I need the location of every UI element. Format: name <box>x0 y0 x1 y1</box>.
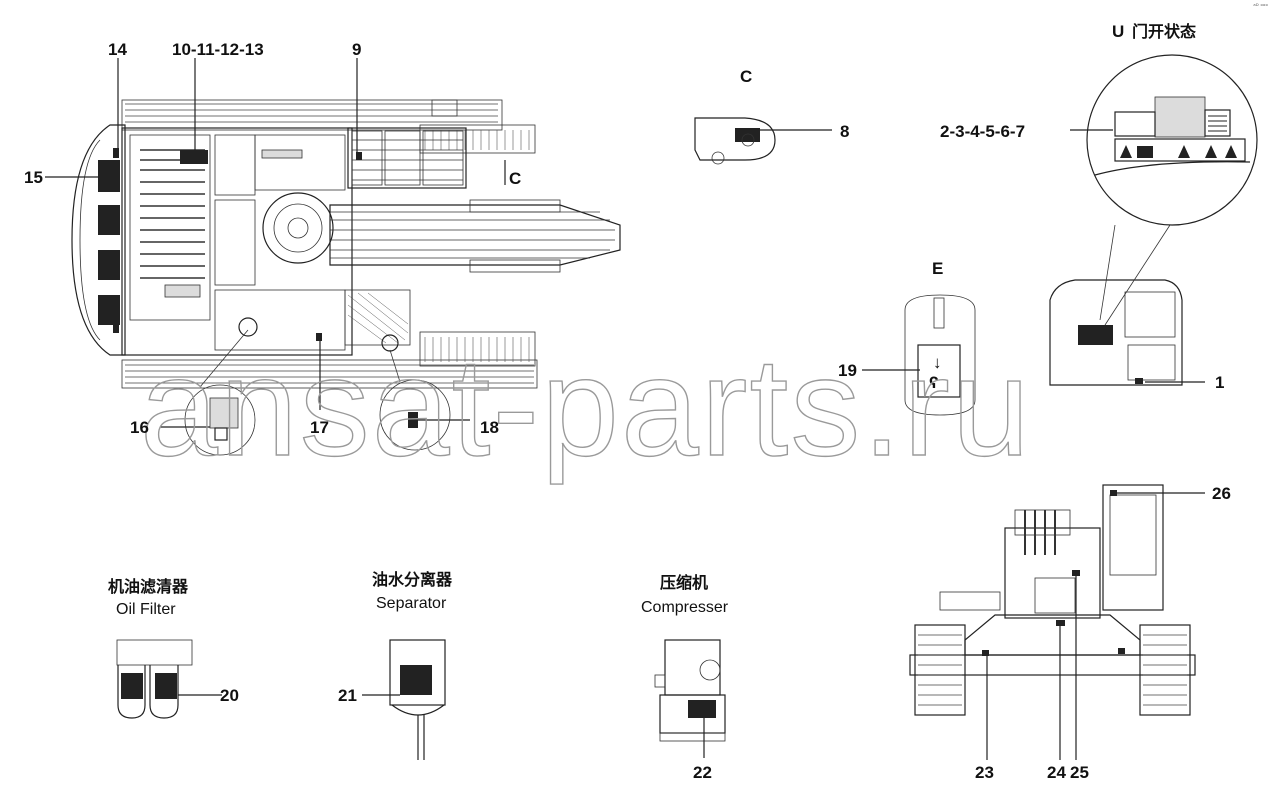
oil-filter-illustration <box>116 639 222 719</box>
callout-20: 20 <box>220 686 239 705</box>
separator-cn: 油水分离器 <box>372 570 453 589</box>
separator-illustration <box>362 639 446 760</box>
view-u-title: U <box>1112 22 1124 41</box>
callout-1: 1 <box>1215 373 1224 392</box>
callout-19: 19 <box>838 361 857 380</box>
callout-15: 15 <box>24 168 43 187</box>
view-c <box>694 117 832 165</box>
callout-26: 26 <box>1212 484 1231 503</box>
watermark: ansat-parts.ru <box>140 328 1032 485</box>
oil-filter-en: Oil Filter <box>116 601 176 618</box>
callout-9: 9 <box>352 40 361 59</box>
view-e: ↓ ʕ <box>862 294 976 416</box>
compressor-cn: 压缩机 <box>660 573 708 592</box>
compressor-illustration <box>654 639 726 758</box>
view-c-title: C <box>740 67 752 86</box>
rear-view <box>909 484 1205 760</box>
view-u-caption: 门开状态 <box>1132 22 1196 41</box>
callout-23: 23 <box>975 763 994 782</box>
svg-text:ʕ: ʕ <box>929 373 938 392</box>
detail-16 <box>184 329 256 456</box>
view-c-arrow-label: C <box>509 169 521 188</box>
callout-16: 16 <box>130 418 149 437</box>
compressor-en: Compresser <box>641 599 729 616</box>
callout-25: 25 <box>1070 763 1089 782</box>
excavator-top-view <box>71 99 621 389</box>
callout-10-13: 10-11-12-13 <box>172 40 264 59</box>
callout-18: 18 <box>480 418 499 437</box>
callout-14: 14 <box>108 40 127 59</box>
callout-22: 22 <box>693 763 712 782</box>
view-e-title: E <box>932 259 943 278</box>
oil-filter-cn: 机油滤清器 <box>108 577 189 596</box>
callout-8: 8 <box>840 122 849 141</box>
callout-21: 21 <box>338 686 357 705</box>
top-view-leaders <box>45 58 506 428</box>
corner-tag: ᵃᴰ ᵒᵒᵒ <box>1253 3 1268 10</box>
separator-en: Separator <box>376 595 447 612</box>
view-u <box>1049 54 1258 386</box>
detail-18 <box>379 349 451 451</box>
svg-text:↓: ↓ <box>933 353 942 372</box>
callout-2-7: 2-3-4-5-6-7 <box>940 122 1025 141</box>
callout-17: 17 <box>310 418 329 437</box>
callout-24: 24 <box>1047 763 1066 782</box>
